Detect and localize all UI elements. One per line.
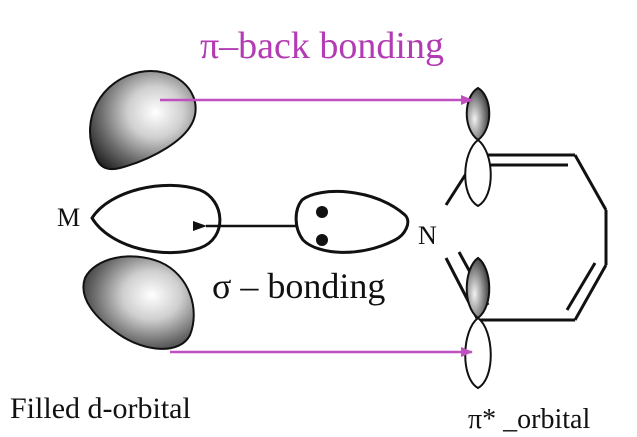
metal-label: M: [57, 203, 80, 232]
upper-pi-star-white-lobe: [464, 138, 492, 208]
title-label: π–back bonding: [200, 25, 444, 67]
lone-pair-electron-bottom: [316, 234, 328, 246]
lone-pair-lobe: [294, 190, 410, 254]
pi-star-orbital-label: π* _orbital: [468, 404, 590, 435]
metal-sigma-lobe: [90, 183, 222, 255]
lower-d-orbital-lobe: [82, 255, 195, 350]
upper-pi-star-shaded-lobe: [465, 86, 491, 142]
upper-d-orbital-lobe: [89, 70, 197, 171]
sigma-bonding-label: σ – bonding: [212, 266, 385, 306]
lone-pair-electron-top: [316, 206, 328, 218]
lower-pi-star-shaded-lobe: [465, 256, 491, 320]
filled-d-orbital-label: Filled d-orbital: [10, 392, 191, 425]
nitrogen-label: N: [418, 221, 437, 250]
lower-pi-star-white-lobe: [464, 316, 492, 390]
